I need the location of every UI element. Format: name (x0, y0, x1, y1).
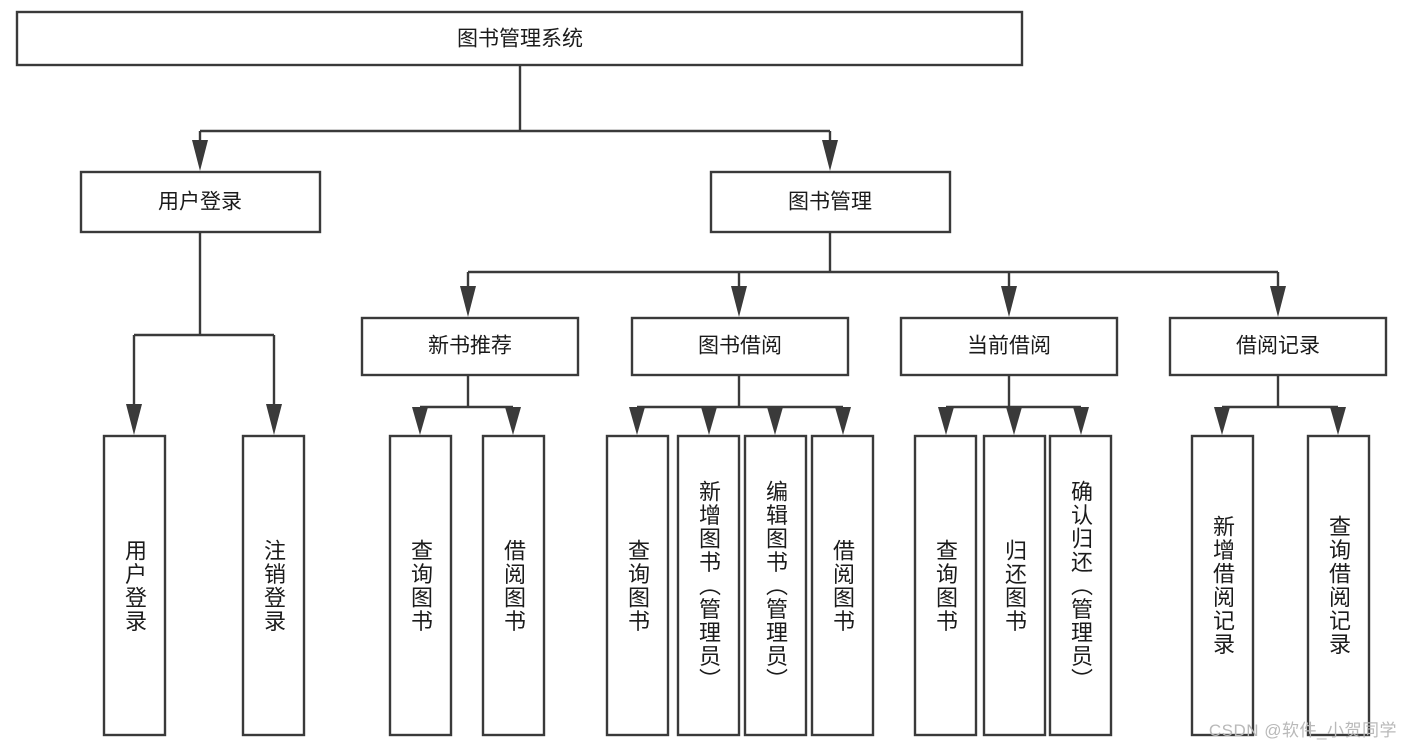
node-leaf-3[interactable] (388, 434, 453, 737)
node-borrow-box[interactable] (630, 316, 850, 377)
node-root-label: 图书管理系统 (457, 28, 583, 51)
node-leaf-13[interactable] (1306, 434, 1371, 737)
node-newbook-label: 新书推荐 (428, 335, 512, 358)
node-current-box[interactable] (899, 316, 1119, 377)
node-bookmgmt-label: 图书管理 (788, 191, 872, 214)
node-leaf-2[interactable] (241, 434, 306, 737)
node-login-box[interactable] (79, 170, 322, 234)
node-newbook-box[interactable] (360, 316, 580, 377)
arrow-head-borrow (731, 286, 747, 317)
node-leaf-5[interactable] (605, 434, 670, 737)
arrow-head-login (192, 140, 208, 171)
node-leaf-7-box[interactable] (743, 434, 808, 737)
arrow-head-leaf-5 (629, 407, 645, 435)
node-leaf-6[interactable] (676, 434, 741, 737)
node-leaf-11[interactable] (1048, 434, 1113, 737)
node-leaf-1-box[interactable] (102, 434, 167, 737)
arrow-head-leaf-6 (701, 407, 717, 435)
connector-layer (126, 65, 1346, 435)
arrow-head-leaf-1 (126, 404, 142, 435)
arrow-head-current (1001, 286, 1017, 317)
node-leaf-11-box[interactable] (1048, 434, 1113, 737)
node-leaf-4[interactable] (481, 434, 546, 737)
arrow-head-newbook (460, 286, 476, 317)
node-leaf-9-box[interactable] (913, 434, 978, 737)
node-bookmgmt-box[interactable] (709, 170, 952, 234)
node-leaf-8[interactable] (810, 434, 875, 737)
node-leaf-9[interactable] (913, 434, 978, 737)
node-current[interactable]: 当前借阅 (899, 316, 1119, 377)
arrow-head-leaf-8 (835, 407, 851, 435)
arrow-head-leaf-11 (1073, 407, 1089, 435)
arrow-head-leaf-13 (1330, 407, 1346, 435)
node-borrow[interactable]: 图书借阅 (630, 316, 850, 377)
node-bookmgmt[interactable]: 图书管理 (709, 170, 952, 234)
arrow-head-leaf-10 (1006, 407, 1022, 435)
arrow-head-leaf-4 (505, 407, 521, 435)
node-newbook[interactable]: 新书推荐 (360, 316, 580, 377)
arrow-head-leaf-2 (266, 404, 282, 435)
node-records-label: 借阅记录 (1236, 335, 1320, 358)
node-leaf-8-box[interactable] (810, 434, 875, 737)
arrow-head-records (1270, 286, 1286, 317)
node-leaf-13-box[interactable] (1306, 434, 1371, 737)
node-root[interactable]: 图书管理系统 (15, 10, 1024, 67)
node-leaf-12[interactable] (1190, 434, 1255, 737)
arrow-head-bookmgmt (822, 140, 838, 171)
node-leaf-7[interactable] (743, 434, 808, 737)
node-leaf-5-box[interactable] (605, 434, 670, 737)
arrow-head-leaf-3 (412, 407, 428, 435)
arrow-head-leaf-7 (767, 407, 783, 435)
node-borrow-label: 图书借阅 (698, 335, 782, 358)
node-login[interactable]: 用户登录 (79, 170, 322, 234)
node-root-box[interactable] (15, 10, 1024, 67)
arrow-head-leaf-9 (938, 407, 954, 435)
node-leaf-10[interactable] (982, 434, 1047, 737)
arrow-head-leaf-12 (1214, 407, 1230, 435)
csdn-watermark: CSDN @软件_小贺同学 (1208, 721, 1397, 740)
node-leaf-1[interactable] (102, 434, 167, 737)
node-leaf-3-box[interactable] (388, 434, 453, 737)
node-current-label: 当前借阅 (967, 335, 1051, 358)
node-leaf-12-box[interactable] (1190, 434, 1255, 737)
node-login-label: 用户登录 (158, 191, 242, 214)
node-records-box[interactable] (1168, 316, 1388, 377)
node-leaf-6-box[interactable] (676, 434, 741, 737)
node-records[interactable]: 借阅记录 (1168, 316, 1388, 377)
node-leaf-10-box[interactable] (982, 434, 1047, 737)
node-leaf-4-box[interactable] (481, 434, 546, 737)
node-leaf-2-box[interactable] (241, 434, 306, 737)
